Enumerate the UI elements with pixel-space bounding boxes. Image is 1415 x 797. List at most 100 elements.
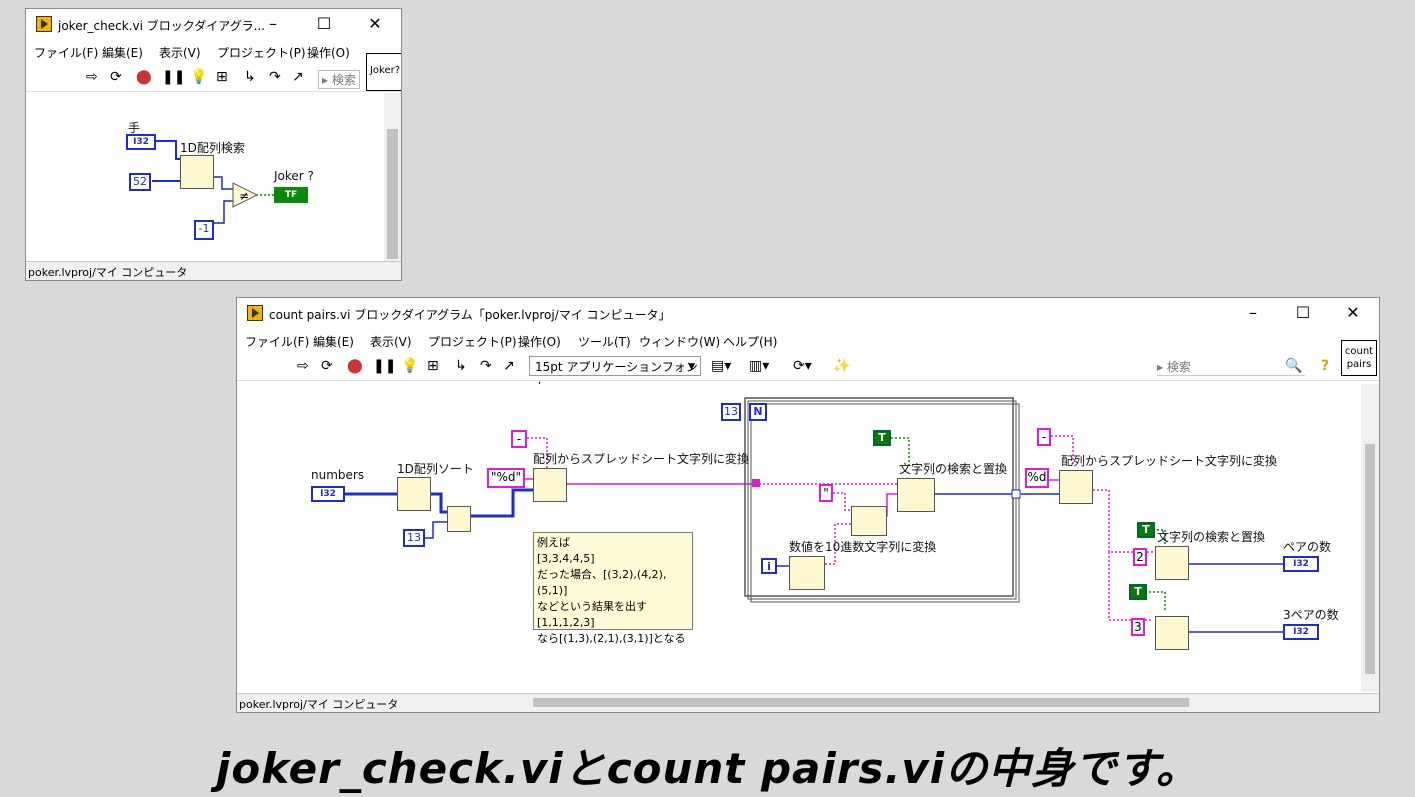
num2dec-label: 数値を10進数文字列に変換 <box>789 540 937 554</box>
close-button[interactable]: ✕ <box>368 14 382 33</box>
menu-window[interactable]: ウィンドウ(W) <box>639 335 721 349</box>
search-icon[interactable]: 🔍 <box>1285 358 1303 374</box>
numbers-control[interactable]: I32 <box>311 486 345 502</box>
search-box[interactable]: ▸ 検索 <box>318 70 360 89</box>
const-dash1[interactable]: - <box>511 430 527 448</box>
help-icon[interactable]: ? <box>1321 358 1330 374</box>
const-2[interactable]: 2 <box>1133 548 1147 566</box>
step-into-icon[interactable]: ↳ <box>244 69 256 85</box>
highlight-execution-icon[interactable]: 💡 <box>401 358 419 374</box>
vertical-scrollbar[interactable] <box>384 93 401 265</box>
pair-count-indicator[interactable]: I32 <box>1283 556 1319 572</box>
vertical-scrollbar[interactable] <box>1361 384 1379 692</box>
menu-file[interactable]: ファイル(F) <box>34 46 99 60</box>
menu-view[interactable]: 表示(V) <box>370 335 412 349</box>
step-out-icon[interactable]: ↗ <box>503 358 515 374</box>
distribute-objects-icon[interactable]: ▥▾ <box>749 358 770 374</box>
hand-control[interactable]: I32 <box>126 134 156 150</box>
menu-tools[interactable]: ツール(T) <box>578 335 631 349</box>
vi-icon[interactable]: Joker? <box>366 53 401 91</box>
svg-text:≠: ≠ <box>239 189 249 203</box>
pause-icon[interactable]: ❚❚ <box>373 358 397 374</box>
joker-label: Joker ? <box>274 169 314 183</box>
title-bar[interactable]: count pairs.vi ブロックダイアグラム「poker.lvproj/マ… <box>237 298 1379 328</box>
const-quote[interactable]: " <box>819 484 833 502</box>
wire-layer <box>345 397 1283 633</box>
not-equal-node <box>232 182 259 208</box>
reorder-icon[interactable]: ⟳▾ <box>793 358 812 374</box>
const-52[interactable]: 52 <box>129 173 151 191</box>
highlight-execution-icon[interactable]: 💡 <box>190 69 208 85</box>
menu-edit[interactable]: 編集(E) <box>313 335 354 349</box>
const-3[interactable]: 3 <box>1131 618 1145 636</box>
retain-wire-values-icon[interactable]: ⊞ <box>216 69 228 85</box>
const-true3[interactable]: T <box>1129 584 1147 600</box>
step-over-icon[interactable]: ↷ <box>269 69 281 85</box>
const-fmt2[interactable]: %d <box>1025 468 1049 488</box>
reshape-node[interactable] <box>447 506 471 532</box>
run-continuous-icon[interactable]: ⟳ <box>110 69 122 85</box>
abort-icon[interactable]: ⬤ <box>347 358 363 374</box>
run-continuous-icon[interactable]: ⟳ <box>321 358 333 374</box>
font-select[interactable]: 15pt アプリケーションフォント ▼ <box>529 356 701 394</box>
search-and-replace-node[interactable] <box>897 478 935 512</box>
minimize-button[interactable]: – <box>269 14 277 33</box>
three-pair-count-label: 3ペアの数 <box>1283 608 1339 622</box>
sort-1d-array-node[interactable] <box>397 477 431 511</box>
block-diagram-canvas[interactable]: numbers I32 1D配列ソート 13 - "%d" 配列からスプレッドシ… <box>237 384 1361 692</box>
const-true2[interactable]: T <box>1137 522 1155 538</box>
const-fmt1[interactable]: "%d" <box>487 468 525 488</box>
retain-wire-values-icon[interactable]: ⊞ <box>427 358 439 374</box>
block-diagram-canvas[interactable]: ≠ 手 I32 1D配列検索 52 -1 Joker ? TF <box>26 93 384 265</box>
search-box[interactable]: ▸ 検索 <box>1157 358 1305 376</box>
search-and-replace-node-2[interactable] <box>1155 546 1189 580</box>
abort-icon[interactable]: ⬤ <box>136 69 152 85</box>
minimize-button[interactable]: – <box>1249 303 1257 322</box>
three-pair-count-indicator[interactable]: I32 <box>1283 624 1319 640</box>
menu-operate[interactable]: 操作(O) <box>518 335 561 349</box>
menu-view[interactable]: 表示(V) <box>159 46 201 60</box>
array-to-spreadsheet-node[interactable] <box>533 468 567 502</box>
menu-operate[interactable]: 操作(O) <box>307 46 350 60</box>
horizontal-scrollbar[interactable] <box>401 696 1361 709</box>
const-neg1[interactable]: -1 <box>194 220 214 240</box>
scroll-thumb[interactable] <box>1365 444 1375 674</box>
maximize-button[interactable]: ☐ <box>316 14 332 33</box>
run-arrow-icon[interactable]: ⇨ <box>86 69 98 85</box>
const-true1[interactable]: T <box>873 430 891 446</box>
step-into-icon[interactable]: ↳ <box>455 358 467 374</box>
maximize-button[interactable]: ☐ <box>1295 303 1311 322</box>
const-dash2[interactable]: - <box>1037 428 1051 446</box>
scroll-thumb[interactable] <box>387 129 398 259</box>
pair-count-type: I32 <box>1293 559 1309 569</box>
step-over-icon[interactable]: ↷ <box>480 358 492 374</box>
array-to-spreadsheet-node-2[interactable] <box>1059 470 1093 504</box>
menu-help[interactable]: ヘルプ(H) <box>723 335 778 349</box>
comment-line: なら[(1,3),(2,1),(3,1)]となる <box>537 632 686 645</box>
const-13a[interactable]: 13 <box>403 529 425 547</box>
h-scroll-thumb[interactable] <box>533 698 1189 707</box>
comment-line: [1,1,1,2,3] <box>537 616 595 629</box>
menu-project[interactable]: プロジェクト(P) <box>428 335 517 349</box>
search-1d-array-node[interactable] <box>180 155 214 189</box>
title-bar[interactable]: joker_check.vi ブロックダイアグラ... – ☐ ✕ <box>26 9 401 39</box>
number-to-decimal-string-node[interactable] <box>789 556 825 590</box>
menu-edit[interactable]: 編集(E) <box>102 46 143 60</box>
comment-line: だった場合、[(3,2),(4,2),(5,1)] <box>537 568 667 597</box>
align-objects-icon[interactable]: ▤▾ <box>711 358 732 374</box>
run-arrow-icon[interactable]: ⇨ <box>297 358 309 374</box>
menu-file[interactable]: ファイル(F) <box>245 335 310 349</box>
tunnel-in <box>752 479 760 487</box>
search-and-replace-node-3[interactable] <box>1155 616 1189 650</box>
close-button[interactable]: ✕ <box>1346 303 1360 322</box>
vi-icon[interactable]: count pairs <box>1341 340 1377 376</box>
step-out-icon[interactable]: ↗ <box>292 69 304 85</box>
cleanup-diagram-icon[interactable]: ✨ <box>833 358 851 374</box>
const-13b[interactable]: 13 <box>721 403 741 421</box>
loop-count-terminal[interactable]: N <box>749 403 767 421</box>
concat-node[interactable] <box>851 506 887 536</box>
joker-indicator[interactable]: TF <box>274 187 308 203</box>
count-pairs-window: count pairs.vi ブロックダイアグラム「poker.lvproj/マ… <box>236 297 1380 713</box>
pause-icon[interactable]: ❚❚ <box>162 69 186 85</box>
menu-project[interactable]: プロジェクト(P) <box>217 46 306 60</box>
